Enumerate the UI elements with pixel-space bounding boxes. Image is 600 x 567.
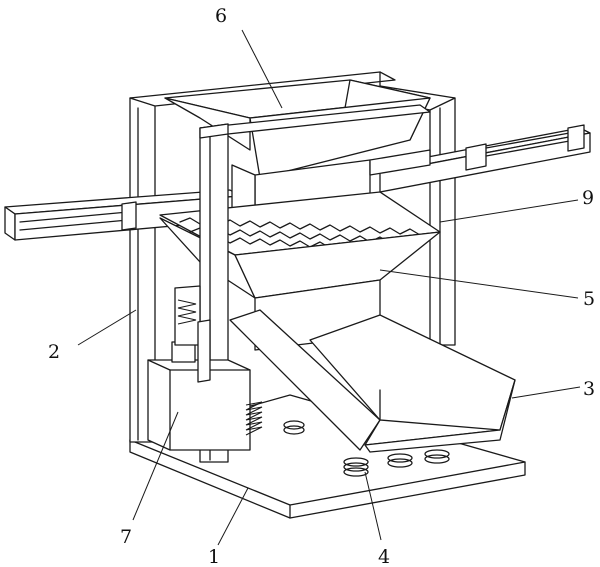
label-9: 9: [582, 187, 594, 209]
label-7: 7: [120, 526, 132, 548]
label-6: 6: [215, 5, 227, 27]
springs: [245, 401, 450, 477]
label-1: 1: [208, 546, 220, 567]
motor-box: [147, 285, 251, 451]
leader-lines: [77, 29, 581, 546]
label-5: 5: [583, 288, 595, 310]
discharge-chute: [229, 309, 516, 453]
label-4: 4: [378, 546, 390, 567]
label-3: 3: [583, 378, 595, 400]
label-2: 2: [48, 341, 60, 363]
